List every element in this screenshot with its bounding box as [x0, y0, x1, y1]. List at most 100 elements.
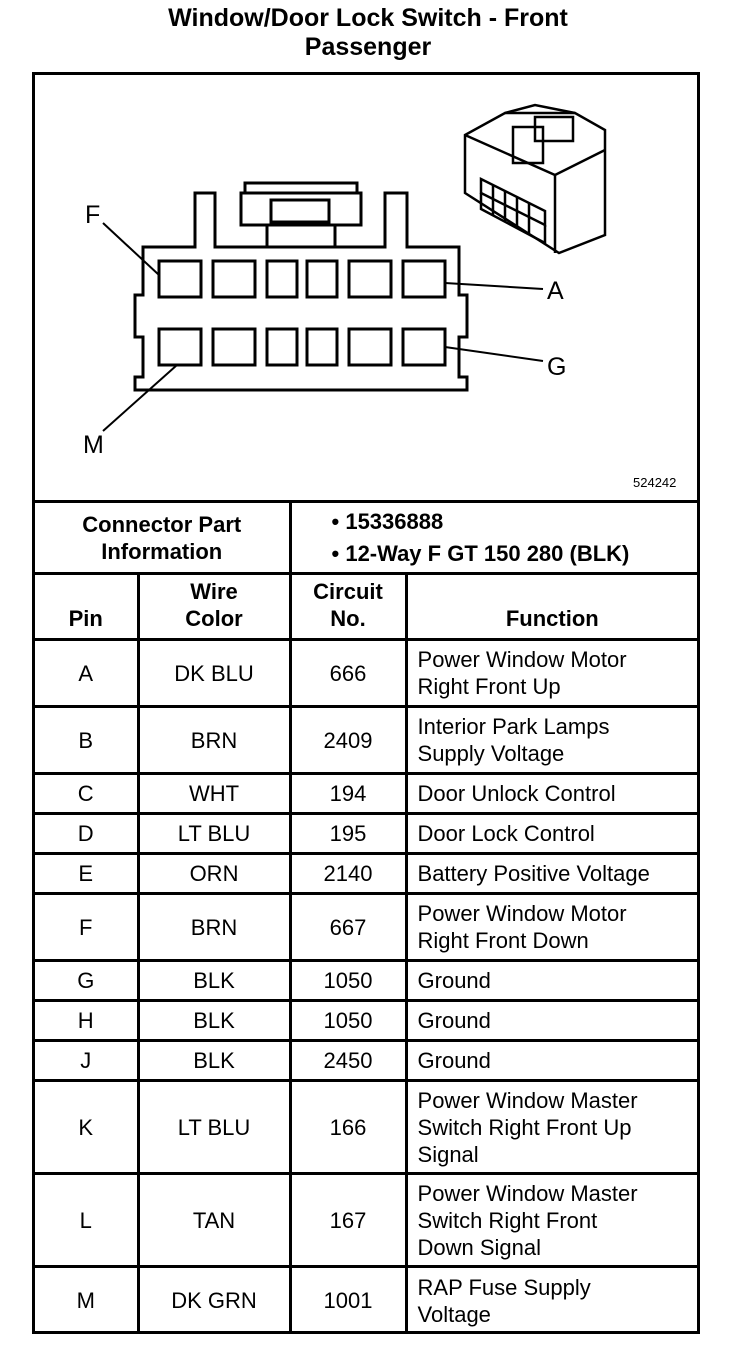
- function-line: Power Window Motor: [417, 647, 627, 672]
- connector-info-label-line1: Connector Part: [82, 511, 242, 537]
- header-circuit-line1: Circuit: [313, 579, 383, 604]
- function-line: Ground: [417, 968, 491, 993]
- function-line: RAP Fuse Supply: [417, 1274, 591, 1300]
- function-line: Power Window Motor: [417, 901, 627, 926]
- wire-color-cell: DK BLU: [136, 638, 292, 708]
- connector-info-label-line2: Information: [101, 538, 223, 564]
- connector-sheet: F A G M 524242 Connector Part Informatio…: [32, 72, 700, 1334]
- function-line: Interior Park Lamps: [417, 714, 610, 739]
- wire-color-cell: TAN: [136, 1172, 292, 1268]
- function-line: Switch Right Front Up: [417, 1114, 632, 1140]
- circuit-cell: 166: [288, 1079, 408, 1175]
- circuit-cell: 1050: [288, 999, 408, 1042]
- function-cell: Door Lock Control: [404, 812, 698, 855]
- pin-cell: F: [35, 892, 140, 962]
- title-line-2: Passenger: [304, 33, 432, 61]
- circuit-cell: 167: [288, 1172, 408, 1268]
- connector-latch: [243, 181, 359, 193]
- leader-A: [444, 282, 544, 290]
- function-cell: Battery Positive Voltage: [404, 852, 698, 895]
- function-line: Battery Positive Voltage: [417, 861, 650, 886]
- page-title: Window/Door Lock Switch - Front Passenge…: [0, 4, 736, 62]
- pin-cell: A: [35, 638, 140, 708]
- header-pin: Pin: [35, 572, 140, 641]
- function-cell: Ground: [404, 999, 698, 1042]
- cavity-H: [347, 327, 393, 367]
- cavity-M: [157, 327, 203, 367]
- wire-color-cell: LT BLU: [136, 812, 292, 855]
- function-line: Down Signal: [417, 1234, 542, 1260]
- function-line: Door Lock Control: [417, 821, 595, 846]
- connector-latch-inner: [239, 191, 363, 227]
- function-line: Door Unlock Control: [417, 781, 616, 806]
- function-line: Switch Right Front: [417, 1207, 598, 1233]
- callout-F: F: [85, 201, 101, 229]
- pin-cell: G: [35, 959, 140, 1002]
- connector-info-row: Connector Part Information • 15336888 • …: [35, 500, 698, 575]
- callout-G: G: [547, 353, 567, 381]
- pin-cell: D: [35, 812, 140, 855]
- header-wire-line1: Wire: [190, 579, 238, 604]
- connector-body: [133, 191, 469, 392]
- circuit-cell: 195: [288, 812, 408, 855]
- cavity-E: [211, 259, 257, 299]
- circuit-cell: 2450: [288, 1039, 408, 1082]
- header-wire-line2: Color: [185, 606, 243, 631]
- wire-color-cell: BRN: [136, 892, 292, 962]
- callout-M: M: [83, 431, 104, 459]
- pin-cell: K: [35, 1079, 140, 1175]
- cavity-L: [211, 327, 257, 367]
- leader-F: [102, 222, 160, 276]
- pin-cell: H: [35, 999, 140, 1042]
- table-header-row: Pin Wire Color Circuit No. Function: [35, 572, 698, 641]
- cavity-C: [305, 259, 339, 299]
- cavity-F: [157, 259, 203, 299]
- leader-M: [102, 364, 178, 432]
- wire-color-cell: WHT: [136, 772, 292, 815]
- pin-cell: B: [35, 705, 140, 775]
- function-line: Ground: [417, 1048, 491, 1073]
- connector-latch-slot: [269, 198, 331, 224]
- function-line: Power Window Master: [417, 1180, 638, 1206]
- pin-cell: L: [35, 1172, 140, 1268]
- function-line: Right Front Up: [417, 674, 561, 699]
- pin-cell: C: [35, 772, 140, 815]
- wire-color-cell: BLK: [136, 959, 292, 1002]
- function-cell: Ground: [404, 959, 698, 1002]
- wire-color-cell: BRN: [136, 705, 292, 775]
- cavity-J: [305, 327, 339, 367]
- cavity-B: [347, 259, 393, 299]
- function-line: Voltage: [417, 1301, 491, 1327]
- function-line: Right Front Down: [417, 928, 589, 953]
- pinout-table: Connector Part Information • 15336888 • …: [35, 500, 698, 1334]
- circuit-cell: 194: [288, 772, 408, 815]
- cavity-K: [265, 327, 299, 367]
- function-cell: Ground: [404, 1039, 698, 1082]
- circuit-cell: 1050: [288, 959, 408, 1002]
- wire-color-cell: LT BLU: [136, 1079, 292, 1175]
- wire-color-cell: DK GRN: [136, 1265, 292, 1334]
- function-cell: Door Unlock Control: [404, 772, 698, 815]
- connector-drawing: [102, 103, 607, 432]
- leader-G: [444, 346, 544, 362]
- cavity-A: [401, 259, 447, 299]
- pin-cell: J: [35, 1039, 140, 1082]
- circuit-cell: 667: [288, 892, 408, 962]
- header-wire-color: Wire Color: [136, 572, 292, 641]
- connector-iso-view: [463, 103, 607, 255]
- header-function: Function: [404, 572, 698, 641]
- function-line: Ground: [417, 1008, 491, 1033]
- connector-description: • 12-Way F GT 150 280 (BLK): [331, 541, 630, 566]
